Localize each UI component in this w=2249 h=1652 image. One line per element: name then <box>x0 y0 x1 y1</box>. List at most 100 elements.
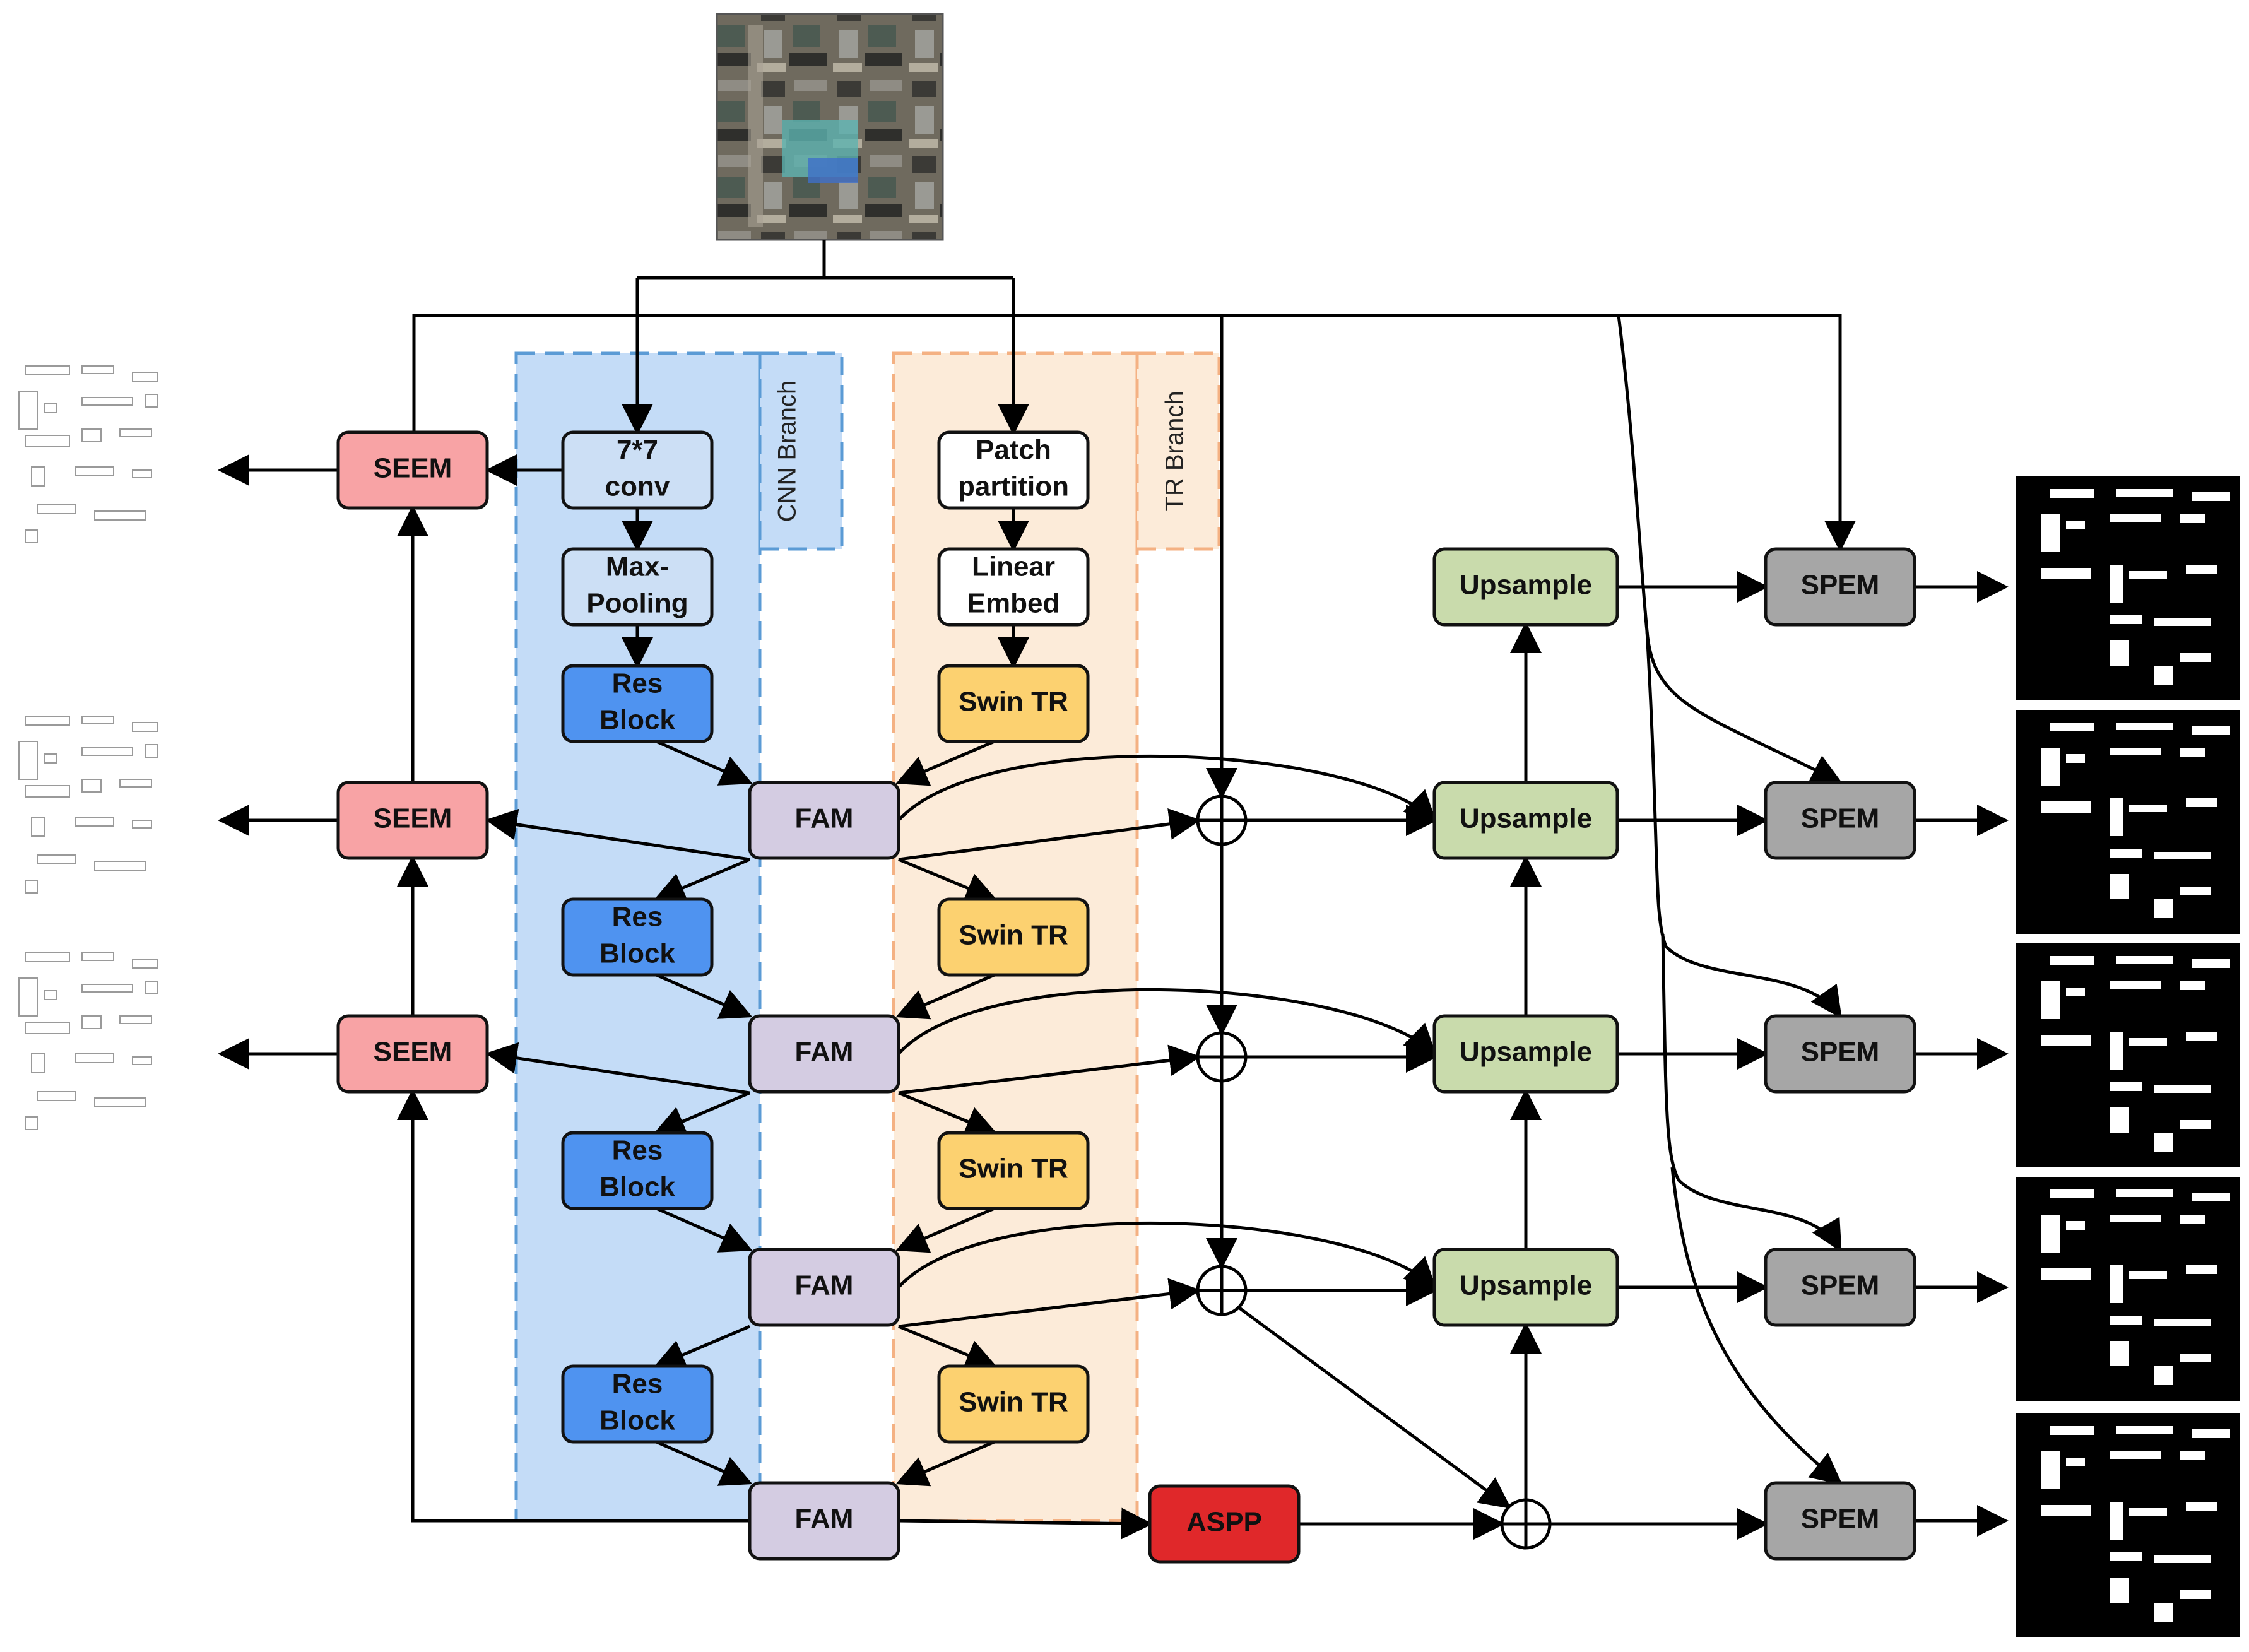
max-pooling-block-label: Pooling <box>586 588 688 619</box>
edge-map-3 <box>18 952 158 1130</box>
res-block-3-label: Block <box>599 1172 675 1203</box>
spem-block-1: SPEM <box>1764 547 1916 627</box>
res-1-to-fam-1 <box>655 740 753 786</box>
seem-block-2-label: SEEM <box>374 803 452 834</box>
upsample-block-4: Upsample <box>1432 1248 1619 1327</box>
linear-embed-block-label: Linear <box>972 552 1055 582</box>
segmentation-mask-outputs <box>2016 476 2240 1637</box>
swin-tr-block-3: Swin TR <box>937 1131 1090 1210</box>
upsample-block-2-label: Upsample <box>1460 803 1592 834</box>
aspp-block-label: ASPP <box>1186 1507 1262 1538</box>
patch-partition-block-label: partition <box>958 471 1069 502</box>
spem-block-5: SPEM <box>1764 1481 1916 1561</box>
fam-1-to-sum-1 <box>898 808 1201 861</box>
fam-1-to-swin-2 <box>898 858 998 903</box>
fam-3-skip-to-upsample-4 <box>897 1221 1437 1290</box>
fam-block-1: FAM <box>748 781 900 860</box>
swin-1-to-fam-1 <box>895 740 995 786</box>
spem-block-4-label: SPEM <box>1801 1270 1880 1301</box>
res-block-1-box <box>561 664 714 743</box>
conv-7x7-block: 7*7 conv <box>561 430 714 510</box>
input-to-spem-4 <box>1661 933 1842 1253</box>
seem-block-2: SEEM <box>336 781 489 860</box>
spem-block-2-box <box>1764 781 1916 860</box>
input-to-spem-5 <box>1670 1167 1843 1485</box>
conv-7x7-block-box <box>561 430 714 510</box>
res-block-1-label: Block <box>599 705 675 736</box>
segmentation-mask-4 <box>2016 1177 2240 1401</box>
upsample-block-3: Upsample <box>1432 1014 1619 1094</box>
segmentation-mask-5 <box>2016 1413 2240 1637</box>
sum-nodes <box>1196 794 1552 1550</box>
sum-node-2 <box>1196 1031 1248 1083</box>
spem-block-4: SPEM <box>1764 1248 1916 1327</box>
upsample-block-2-box <box>1432 781 1619 860</box>
cnn-branch-label: CNN Branch <box>774 381 801 522</box>
res-block-4-box <box>561 1364 714 1444</box>
swin-tr-block-4-label: Swin TR <box>959 1387 1068 1418</box>
edge-map-1 <box>18 365 158 543</box>
linear-embed-block-box <box>937 547 1090 627</box>
res-block-2-label: Res <box>612 902 663 933</box>
connections <box>218 240 2009 1540</box>
res-block-4-label: Block <box>599 1405 675 1436</box>
seem-block-1-label: SEEM <box>374 453 452 484</box>
res-block-1-label: Res <box>612 668 663 699</box>
sum-node-1 <box>1196 794 1248 846</box>
fam-2-to-sum-2 <box>898 1044 1201 1095</box>
fam-1-skip-to-upsample-2 <box>897 754 1437 823</box>
seem-block-1-box <box>336 430 489 510</box>
fam-2-skip-to-upsample-3 <box>897 988 1437 1056</box>
patch-partition-block-box <box>937 430 1090 510</box>
res-block-3-box <box>561 1131 714 1210</box>
res-block-3-label: Res <box>612 1135 663 1166</box>
fam-block-1-box <box>748 781 900 860</box>
fam-block-2-box <box>748 1014 900 1094</box>
edge-map-2 <box>18 716 158 894</box>
max-pooling-block: Max- Pooling <box>561 547 714 627</box>
swin-2-to-fam-2 <box>895 973 995 1020</box>
modules: 7*7convMax-PoolingResBlockResBlockResBlo… <box>336 430 1916 1564</box>
edge-map-outputs <box>18 365 158 1130</box>
fam-2-to-swin-3 <box>898 1091 998 1136</box>
upsample-block-3-box <box>1432 1014 1619 1094</box>
fam-1-to-res-2 <box>653 858 750 903</box>
seem-block-1: SEEM <box>336 430 489 510</box>
sum-node-3 <box>1196 1265 1248 1316</box>
conv-7x7-block-label: 7*7 <box>617 435 658 466</box>
upsample-block-4-box <box>1432 1248 1619 1327</box>
swin-tr-block-2-label: Swin TR <box>959 920 1068 951</box>
segmentation-mask-1 <box>2016 476 2240 700</box>
seem-block-3-label: SEEM <box>374 1037 452 1068</box>
max-pooling-block-label: Max- <box>606 552 669 582</box>
conv-7x7-block-label: conv <box>605 471 670 502</box>
upsample-block-4-label: Upsample <box>1460 1270 1592 1301</box>
spem-block-2-label: SPEM <box>1801 803 1880 834</box>
fam-block-4-box <box>748 1481 900 1561</box>
fam-block-3-label: FAM <box>795 1270 854 1301</box>
input-aerial-image <box>716 13 944 241</box>
swin-tr-block-2: Swin TR <box>937 897 1090 977</box>
fam-block-3: FAM <box>748 1248 900 1327</box>
swin-tr-block-3-label: Swin TR <box>959 1153 1068 1184</box>
swin-4-to-fam-4 <box>895 1440 995 1487</box>
fam-2-to-res-3 <box>653 1091 750 1136</box>
aspp-block-box <box>1148 1484 1301 1564</box>
fam-block-2: FAM <box>748 1014 900 1094</box>
upsample-block-3-label: Upsample <box>1460 1037 1592 1068</box>
res-block-2-box <box>561 897 714 977</box>
sum-3-to-sum-4 <box>1237 1306 1512 1509</box>
fam-block-2-label: FAM <box>795 1037 854 1068</box>
spem-block-3-label: SPEM <box>1801 1037 1880 1068</box>
aspp-block: ASPP <box>1148 1484 1301 1564</box>
spem-block-5-box <box>1764 1481 1916 1561</box>
fam-3-to-res-4 <box>653 1325 750 1370</box>
spem-block-2: SPEM <box>1764 781 1916 860</box>
fam-block-4: FAM <box>748 1481 900 1561</box>
spem-block-1-label: SPEM <box>1801 570 1880 601</box>
